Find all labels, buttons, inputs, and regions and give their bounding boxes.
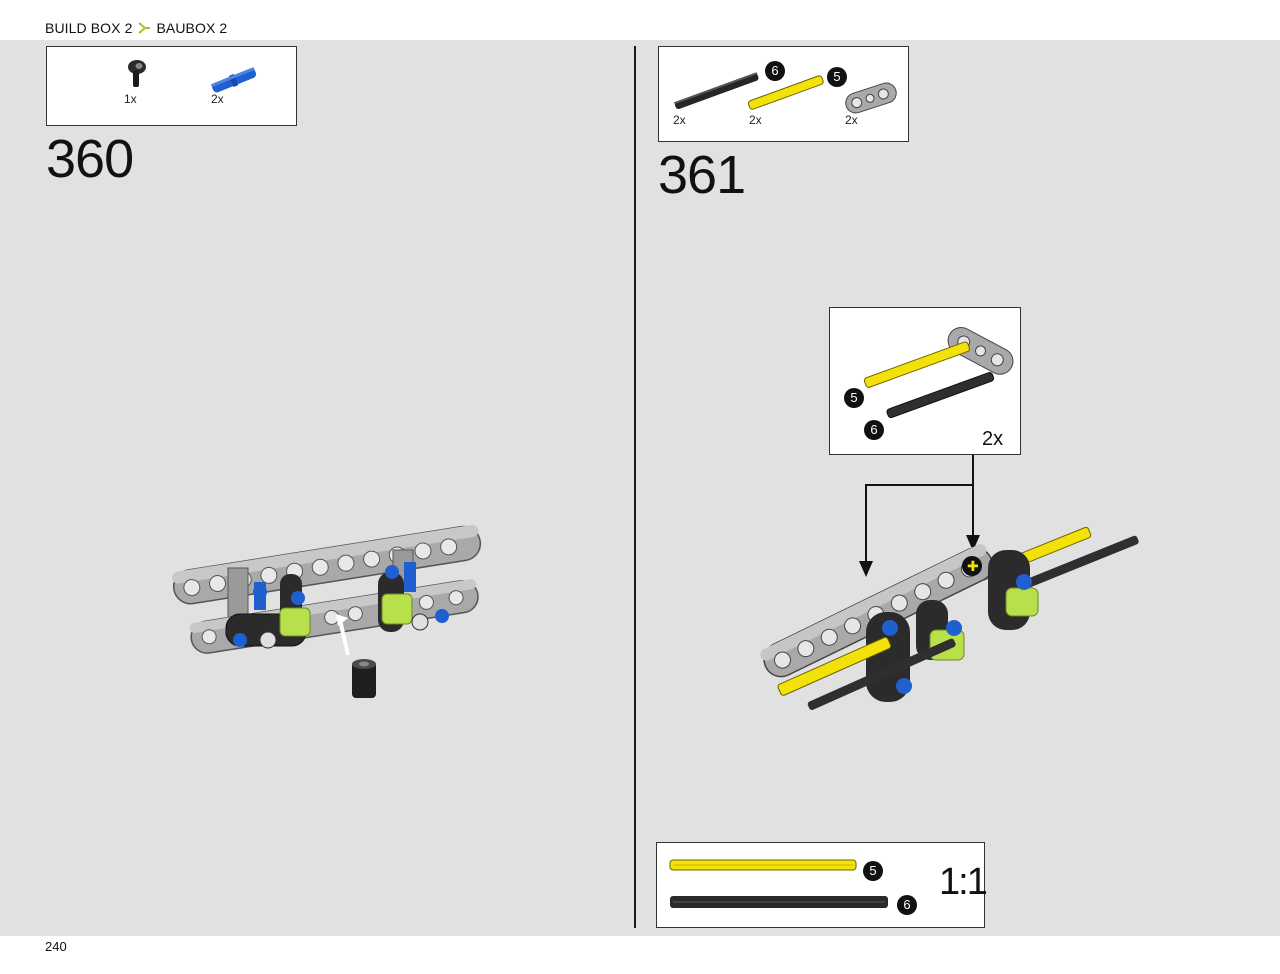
parts-list-step-361: 6 2x 5 2x 2x xyxy=(658,46,909,142)
part-number-badge: 5 xyxy=(827,67,847,87)
breadcrumb-build-box: BUILD BOX 2 xyxy=(45,20,133,36)
black-axle-icon xyxy=(673,72,759,110)
scale-reference-box: 5 6 1:1 xyxy=(656,842,988,928)
yellow-axle-scale-icon xyxy=(669,859,857,871)
part-qty: 2x xyxy=(211,92,224,106)
chevron-right-icon xyxy=(138,22,151,34)
step-number-360: 360 xyxy=(46,129,134,189)
subassembly-illustration xyxy=(863,327,1014,419)
subassembly-callout: 5 6 2x xyxy=(829,307,1021,455)
yellow-axle-icon xyxy=(747,75,824,110)
part-qty: 2x xyxy=(673,113,686,127)
grey-beam-icon xyxy=(845,82,897,114)
part-number-badge: 6 xyxy=(765,61,785,81)
callout-multiplier: 2x xyxy=(982,428,1004,450)
part-number-badge: 5 xyxy=(863,861,883,881)
part-number-badge: 6 xyxy=(897,895,917,915)
part-qty: 2x xyxy=(749,113,762,127)
part-number-badge: 6 xyxy=(864,420,884,440)
black-pin-connector-icon xyxy=(128,60,146,87)
part-qty: 2x xyxy=(845,113,858,127)
scale-label: 1:1 xyxy=(939,861,988,903)
callout-arrows xyxy=(859,455,980,577)
page-number: 240 xyxy=(45,939,67,954)
step-360-model-illustration xyxy=(172,524,482,698)
page-divider xyxy=(634,46,636,928)
blue-axle-pin-icon xyxy=(210,67,257,93)
black-axle-scale-icon xyxy=(670,896,888,908)
part-qty: 1x xyxy=(124,92,137,106)
instruction-canvas xyxy=(0,40,1280,936)
step-number-361: 361 xyxy=(658,145,746,205)
svg-text:✚: ✚ xyxy=(967,559,979,575)
page-header: BUILD BOX 2 BAUBOX 2 xyxy=(0,0,1280,40)
part-number-badge: 5 xyxy=(844,388,864,408)
breadcrumb-baubox: BAUBOX 2 xyxy=(156,20,228,36)
parts-list-step-360: 1x 2x xyxy=(46,46,297,126)
step-361-model-illustration: ✚ xyxy=(760,526,1139,710)
breadcrumb: BUILD BOX 2 BAUBOX 2 xyxy=(45,20,227,36)
